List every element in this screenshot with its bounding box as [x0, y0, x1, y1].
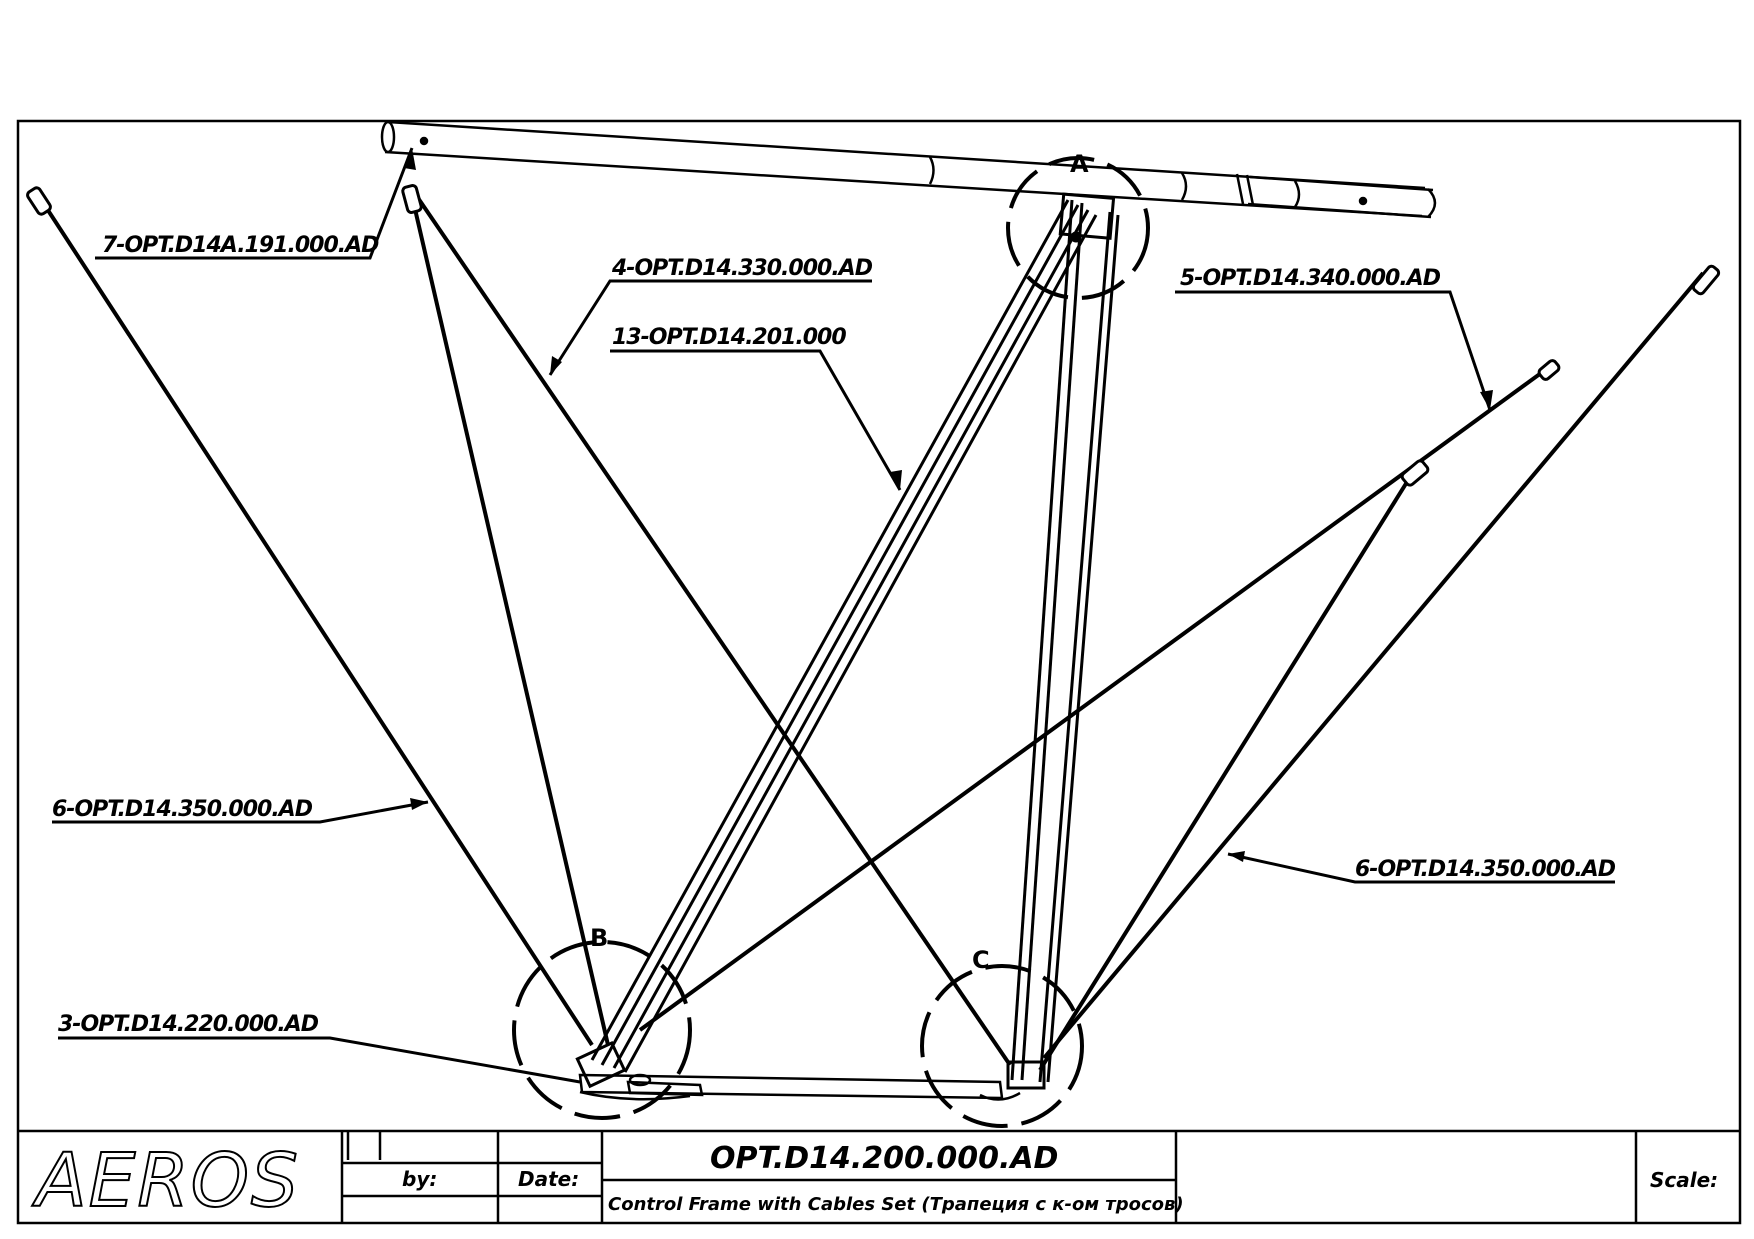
detail-circle-c: [920, 964, 1084, 1128]
part-label-13: 13-OPT.D14.201.000: [612, 325, 846, 350]
cables: [38, 195, 1705, 1072]
detail-circle-b: [512, 940, 692, 1120]
control-bar: [578, 1073, 1021, 1101]
by-label: by:: [402, 1167, 437, 1191]
part-label-7: 7-OPT.D14A.191.000.AD: [102, 233, 379, 258]
detail-circles: [512, 156, 1150, 1128]
detail-marker-a: A: [1070, 150, 1089, 178]
leader-arrowheads: [404, 148, 1493, 862]
title-block: [18, 1129, 1740, 1223]
keel-tube: [380, 120, 1437, 219]
left-upright: [575, 199, 1098, 1089]
cable-front-left: [38, 196, 594, 1047]
detail-circle-a: [1006, 156, 1150, 300]
cable-right-far: [1042, 271, 1705, 1060]
leader-lines: [52, 147, 1615, 1084]
drawing-number: OPT.D14.200.000.AD: [710, 1141, 1058, 1176]
detail-marker-b: B: [590, 924, 608, 952]
detail-marker-c: C: [972, 946, 990, 974]
part-label-6-right: 6-OPT.D14.350.000.AD: [1355, 857, 1616, 882]
cable-front-left-2: [410, 195, 610, 1046]
part-label-3: 3-OPT.D14.220.000.AD: [58, 1012, 319, 1037]
right-upright: [1006, 192, 1120, 1090]
part-label-4: 4-OPT.D14.330.000.AD: [611, 256, 873, 281]
cable-right-side: [638, 366, 1550, 1032]
scale-label: Scale:: [1650, 1168, 1718, 1192]
cable-rear-right: [1038, 472, 1414, 1072]
drawing-description: Control Frame with Cables Set (Трапеция …: [608, 1194, 1184, 1215]
logo: AEROS: [32, 1138, 300, 1224]
date-label: Date:: [518, 1167, 579, 1191]
cable-fittings: [26, 184, 1721, 487]
part-label-5: 5-OPT.D14.340.000.AD: [1180, 266, 1441, 291]
part-label-6-left: 6-OPT.D14.350.000.AD: [52, 797, 313, 822]
drawing-frame: [16, 119, 1742, 1225]
cable-rear-center: [416, 196, 1012, 1067]
